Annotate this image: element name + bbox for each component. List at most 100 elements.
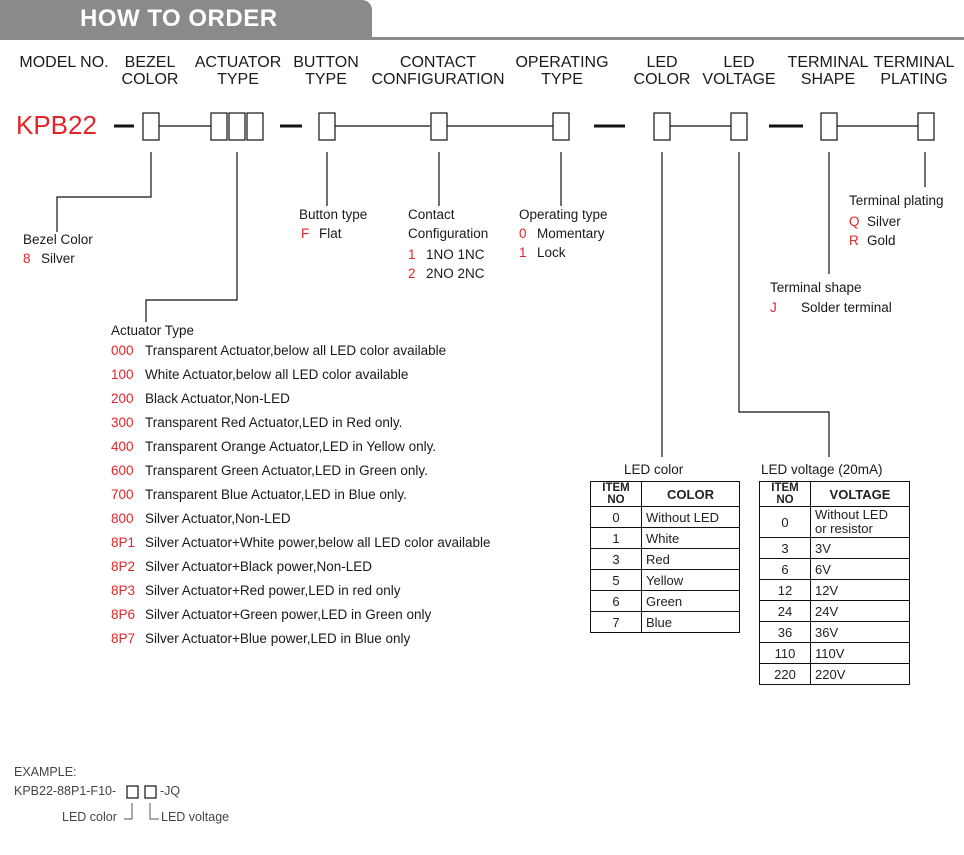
model-number: KPB22 xyxy=(16,110,97,140)
contact-code: 2 xyxy=(408,266,416,281)
contact-desc: 2NO 2NC xyxy=(426,266,485,281)
operating-type-title: Operating type xyxy=(519,207,608,222)
header-tab xyxy=(0,0,372,38)
terminal-plating-desc: Silver xyxy=(867,214,901,229)
led-voltage-title: LED voltage (20mA) xyxy=(761,462,883,477)
operating-code: 0 xyxy=(519,226,527,241)
led-color-box xyxy=(653,112,671,141)
actuator-type-title: Actuator Type xyxy=(111,323,195,338)
terminal-plating-block: Terminal plating Q Silver R Gold xyxy=(849,191,944,250)
operating-type-block: Operating type 0 Momentary 1 Lock xyxy=(519,205,608,262)
terminal-plating-box xyxy=(917,112,935,141)
led-color-title: LED color xyxy=(624,462,684,477)
column-header: ITEM NO xyxy=(590,481,642,507)
contact-code: 1 xyxy=(408,247,416,262)
example-led-color-box xyxy=(126,785,139,799)
button-type-block: Button type F Flat xyxy=(299,205,367,243)
terminal-shape-block: Terminal shape J Solder terminal xyxy=(770,278,892,317)
bezel-color-block: Bezel Color 8 Silver xyxy=(23,230,93,268)
leader-actuator-type xyxy=(145,152,238,322)
terminal-plating-code: Q xyxy=(849,214,860,229)
column-header: VOLTAGE xyxy=(810,481,910,507)
bezel-color-code: 8 xyxy=(23,251,31,266)
button-type-title: Button type xyxy=(299,207,368,222)
button-type-code: F xyxy=(301,226,310,241)
actuator-type-box-2 xyxy=(228,112,246,141)
bezel-color-title: Bezel Color xyxy=(23,232,93,247)
actuator-type-box-1 xyxy=(210,112,228,141)
terminal-shape-code: J xyxy=(770,300,777,315)
example-led-voltage-box xyxy=(144,785,157,799)
actuator-type-box-3 xyxy=(246,112,264,141)
terminal-shape-box xyxy=(820,112,838,141)
operating-type-box xyxy=(552,112,570,141)
page-title: HOW TO ORDER xyxy=(80,5,278,32)
leader-bezel-color xyxy=(56,152,152,232)
terminal-plating-code: R xyxy=(849,233,859,248)
contact-configuration-title-2: Configuration xyxy=(408,226,489,241)
column-header: ITEM NO xyxy=(759,481,811,507)
terminal-plating-desc: Gold xyxy=(867,233,896,248)
operating-desc: Lock xyxy=(537,245,566,260)
example-led-color-note: LED color xyxy=(62,810,117,824)
header-rule xyxy=(0,37,964,40)
leader-led-voltage xyxy=(738,152,830,457)
terminal-plating-title: Terminal plating xyxy=(849,193,944,208)
example-led-voltage-bracket xyxy=(149,803,159,820)
terminal-shape-desc: Solder terminal xyxy=(801,300,892,315)
example-code-prefix: KPB22-88P1-F10- xyxy=(14,784,117,798)
bezel-color-desc: Silver xyxy=(41,251,75,266)
operating-code: 1 xyxy=(519,245,527,260)
operating-desc: Momentary xyxy=(537,226,605,241)
button-type-box xyxy=(318,112,336,141)
example-led-voltage-note: LED voltage xyxy=(161,810,230,824)
column-header: COLOR xyxy=(641,481,740,507)
bezel-color-box xyxy=(142,112,160,141)
contact-configuration-title: Contact xyxy=(408,207,455,222)
example-label: EXAMPLE: xyxy=(14,765,77,779)
contact-configuration-box xyxy=(430,112,448,141)
terminal-shape-title: Terminal shape xyxy=(770,280,862,295)
button-type-desc: Flat xyxy=(319,226,342,241)
example-code-suffix: -JQ xyxy=(160,784,181,798)
